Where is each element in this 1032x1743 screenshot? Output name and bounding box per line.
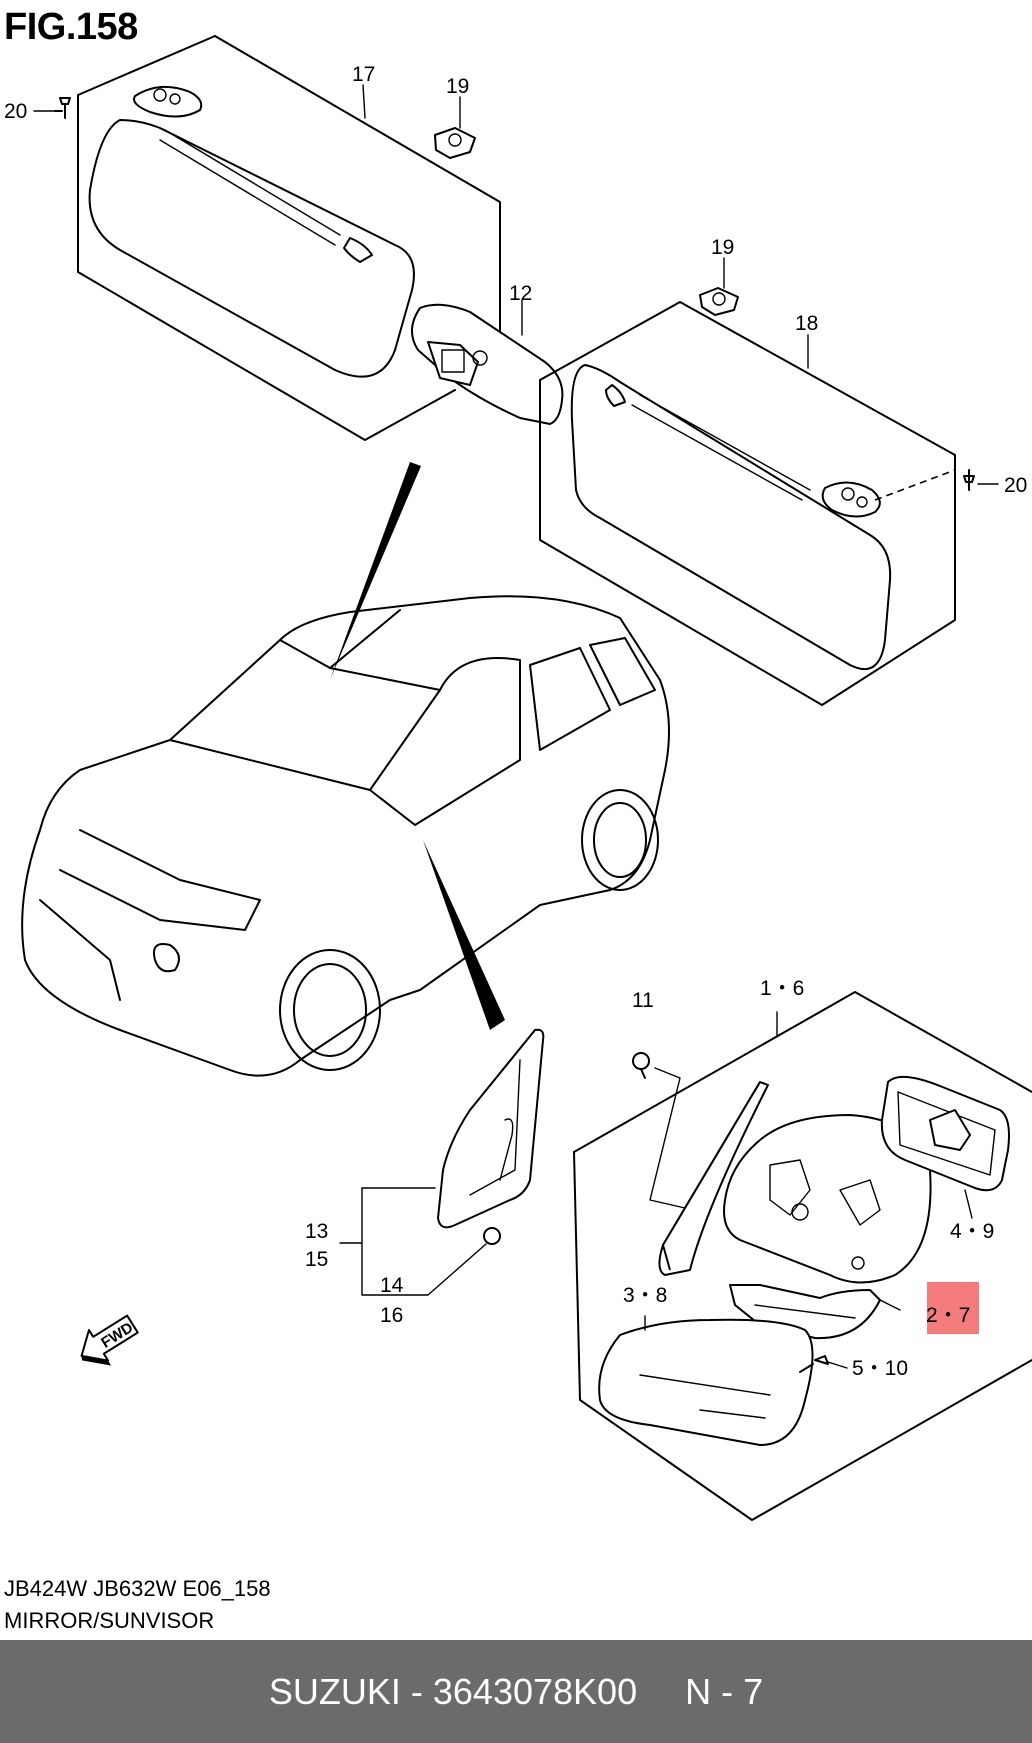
callout-14: 14 — [380, 1274, 404, 1297]
callout-19-top: 19 — [446, 75, 469, 98]
callout-16: 16 — [380, 1304, 403, 1327]
outer-mirror-bracket — [437, 1028, 545, 1245]
callout-20-right: 20 — [1004, 474, 1027, 497]
part-banner: SUZUKI - 3643078K00 N - 7 — [0, 1640, 1032, 1743]
banner-quantity: N - 7 — [685, 1670, 764, 1712]
clip-19-right — [699, 287, 739, 316]
rearview-mirror — [411, 303, 564, 425]
callout-5-10: 5・10 — [852, 1357, 908, 1380]
sunvisor-left-group — [77, 35, 501, 441]
callout-18: 18 — [795, 312, 818, 335]
callout-1-6: 1・6 — [760, 977, 804, 1000]
screw-20-left — [54, 97, 71, 119]
callout-13: 13 — [305, 1220, 328, 1243]
callout-15: 15 — [305, 1248, 328, 1271]
model-code: JB424W JB632W E06_158 — [4, 1576, 271, 1601]
screw-20-right — [963, 469, 975, 491]
callout-17: 17 — [352, 63, 375, 86]
section-name: MIRROR/SUNVISOR — [4, 1608, 215, 1633]
callout-19-right: 19 — [711, 236, 734, 259]
clip-19-top — [434, 127, 476, 159]
callout-highlight — [927, 1282, 979, 1334]
callout-4-9: 4・9 — [950, 1220, 994, 1243]
figure-title: FIG.158 — [4, 6, 138, 48]
callout-2-7: 2・7 — [926, 1304, 970, 1327]
parts-diagram: 17 19 20 12 19 18 20 11 1・6 4・9 2・7 3・8 … — [4, 35, 1032, 1521]
callout-3-8: 3・8 — [623, 1284, 667, 1307]
sunvisor-right-group — [539, 301, 956, 706]
door-mirror-box — [573, 991, 1032, 1521]
callout-20-left: 20 — [4, 100, 27, 123]
callout-12: 12 — [509, 282, 532, 305]
pointer-wedge-visor — [330, 462, 421, 680]
pointer-wedge-mirror — [423, 840, 505, 1030]
vehicle-outline — [21, 595, 670, 1077]
fwd-arrow: FWD — [80, 1314, 139, 1366]
callout-11: 11 — [632, 989, 654, 1012]
banner-part-number: SUZUKI - 3643078K00 — [268, 1670, 638, 1712]
